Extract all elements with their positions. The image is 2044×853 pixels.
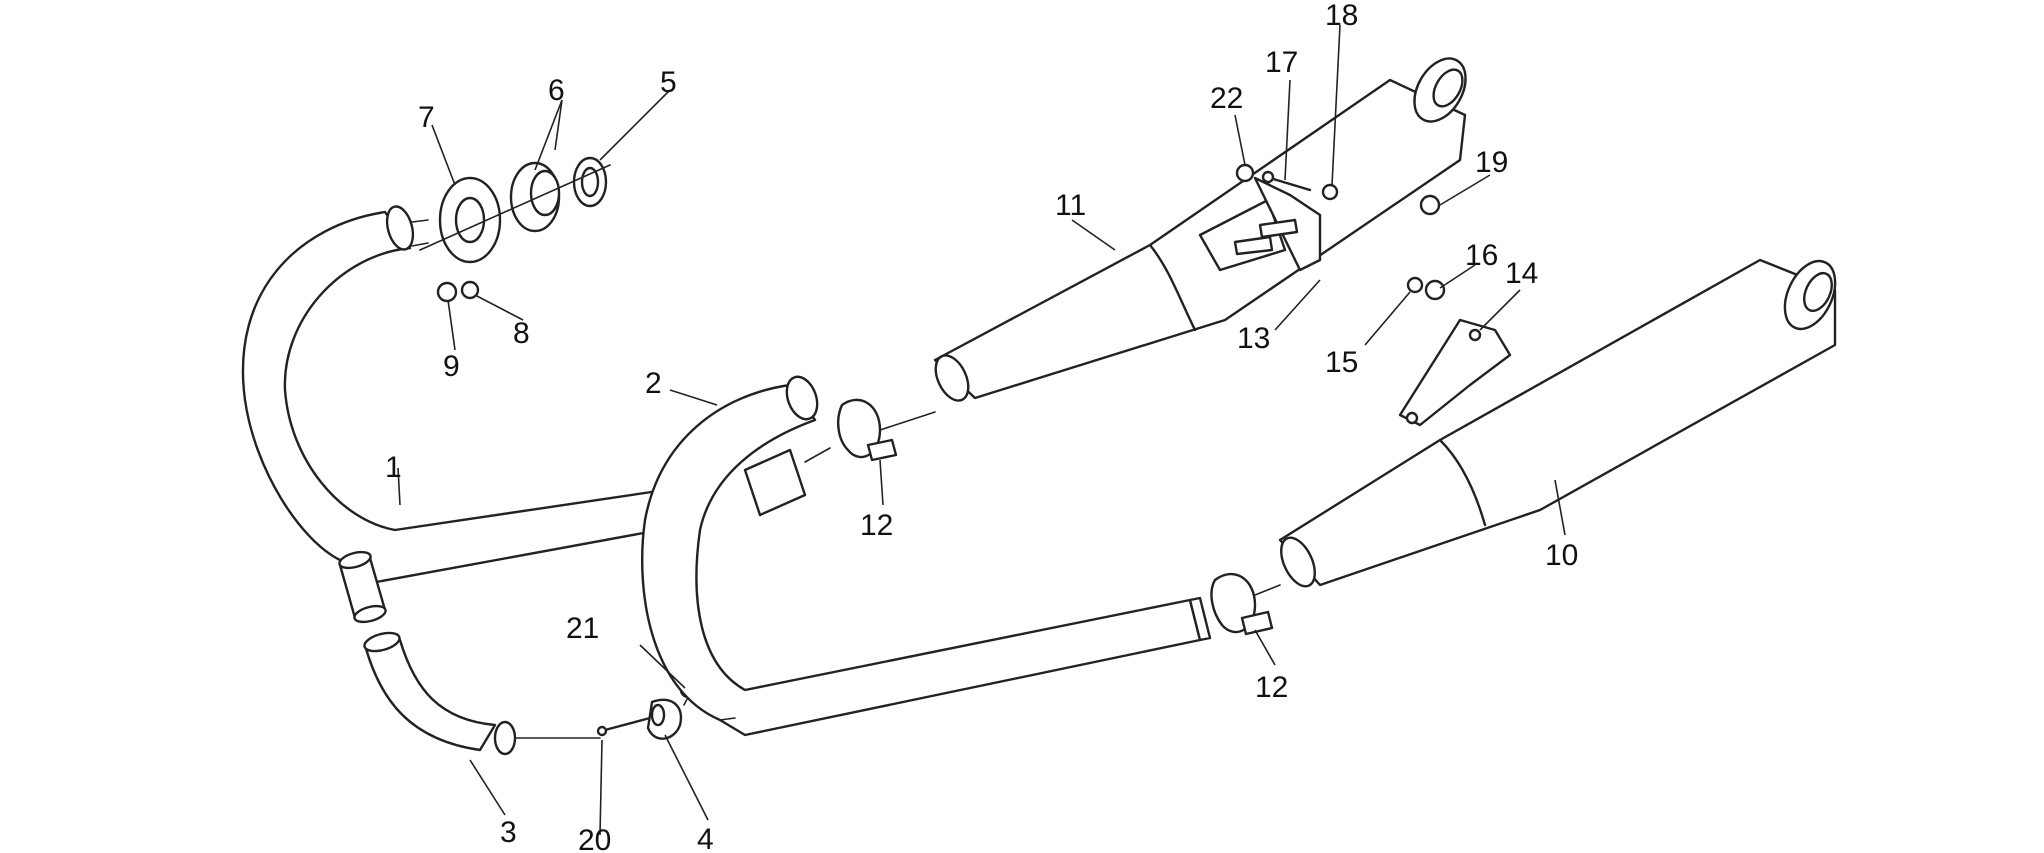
callout-3: 3 <box>500 816 517 849</box>
nut-9 <box>436 281 458 303</box>
callout-15: 15 <box>1325 346 1358 379</box>
callout-18: 18 <box>1325 0 1358 32</box>
washer-18 <box>1321 183 1339 201</box>
header-pipe-1 <box>241 205 667 587</box>
flange-nut-7 <box>438 176 502 264</box>
callout-14: 14 <box>1505 257 1538 290</box>
callout-9: 9 <box>443 350 460 383</box>
nut-16 <box>1424 279 1446 301</box>
nut-19 <box>1419 194 1441 216</box>
washer-22 <box>1235 163 1255 183</box>
slip-sleeve-upper <box>743 447 831 517</box>
callout-13: 13 <box>1237 322 1270 355</box>
bracket-14 <box>1398 318 1512 427</box>
callout-22: 22 <box>1210 82 1243 115</box>
leader-lines <box>397 24 1566 836</box>
callout-1: 1 <box>385 451 402 484</box>
elbow-pipe-3 <box>363 631 601 756</box>
bolt-20 <box>596 716 652 737</box>
spring-6 <box>509 161 561 233</box>
bolt-17 <box>1261 170 1312 192</box>
callout-10: 10 <box>1545 539 1578 572</box>
callout-11: 11 <box>1055 189 1086 222</box>
washer-8 <box>460 280 480 300</box>
callout-7: 7 <box>418 101 435 134</box>
callout-20: 20 <box>578 824 611 853</box>
muffler-10 <box>1278 258 1837 588</box>
callout-17: 17 <box>1265 46 1298 79</box>
callout-8: 8 <box>513 317 530 350</box>
clamp-12-lower <box>1210 573 1281 636</box>
callout-16: 16 <box>1465 239 1498 272</box>
clamp-4 <box>646 698 683 740</box>
washer-15 <box>1406 276 1424 294</box>
clamp-12-upper <box>836 398 936 462</box>
callout-labels: 1 2 3 4 5 6 7 8 9 10 11 12 12 13 14 15 1… <box>385 0 1578 853</box>
callout-19: 19 <box>1475 146 1508 179</box>
assembly-axis <box>419 164 611 251</box>
studs <box>1233 218 1299 256</box>
callout-4: 4 <box>697 823 714 853</box>
connector-sleeve <box>338 550 387 624</box>
header-pipe-2 <box>641 375 1212 737</box>
callout-6: 6 <box>548 74 565 107</box>
callout-21: 21 <box>566 612 599 645</box>
callout-5: 5 <box>660 66 677 99</box>
muffler-11 <box>933 57 1467 402</box>
callout-2: 2 <box>645 367 662 400</box>
callout-12-upper: 12 <box>860 509 893 542</box>
callout-12-lower: 12 <box>1255 671 1288 704</box>
gasket-5 <box>572 156 608 208</box>
